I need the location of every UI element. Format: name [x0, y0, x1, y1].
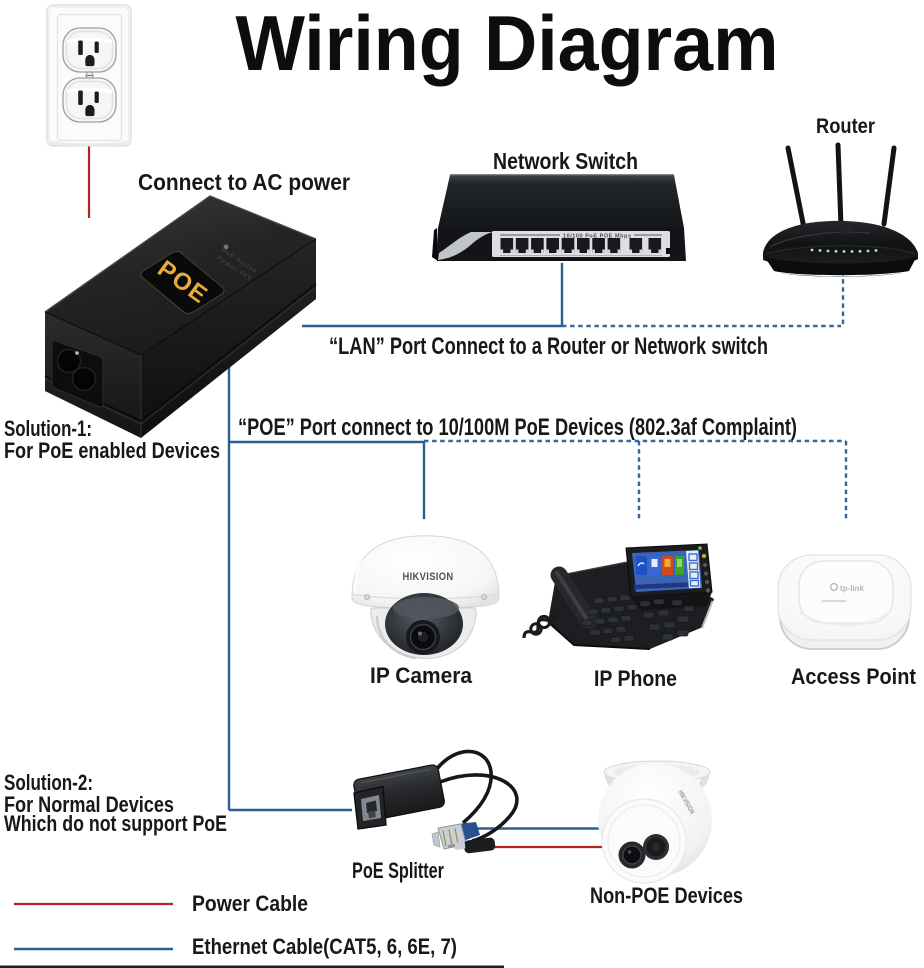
svg-text:Power Cable: Power Cable: [192, 891, 308, 916]
svg-text:Ethernet Cable(CAT5, 6, 6E, 7): Ethernet Cable(CAT5, 6, 6E, 7): [192, 934, 457, 959]
svg-text:Access Point: Access Point: [791, 664, 917, 689]
svg-text:PoE Splitter: PoE Splitter: [352, 858, 444, 883]
svg-text:Connect to AC power: Connect to AC power: [138, 169, 350, 195]
svg-text:For PoE enabled Devices: For PoE enabled Devices: [4, 438, 220, 463]
svg-text:“POE” Port connect to 10/100M: “POE” Port connect to 10/100M PoE Device…: [238, 414, 797, 441]
svg-text:Non-POE Devices: Non-POE Devices: [590, 883, 743, 908]
svg-text:“LAN” Port Connect to a Router: “LAN” Port Connect to a Router or Networ…: [329, 333, 768, 360]
svg-text:Solution-2:: Solution-2:: [4, 770, 93, 795]
svg-text:For Normal Devices: For Normal Devices: [4, 792, 174, 817]
svg-text:Network Switch: Network Switch: [493, 148, 638, 174]
svg-text:tp-link: tp-link: [840, 583, 864, 593]
svg-text:Which do not support PoE: Which do not support PoE: [4, 811, 227, 836]
svg-text:Solution-1:: Solution-1:: [4, 416, 92, 441]
svg-text:Wiring Diagram: Wiring Diagram: [236, 0, 779, 87]
svg-text:10/100 PoE POE Mbps: 10/100 PoE POE Mbps: [563, 234, 631, 240]
svg-text:IP Camera: IP Camera: [370, 663, 473, 688]
svg-text:IP Phone: IP Phone: [594, 666, 677, 691]
svg-text:Router: Router: [816, 115, 875, 138]
svg-text:HIKVISION: HIKVISION: [403, 571, 454, 583]
